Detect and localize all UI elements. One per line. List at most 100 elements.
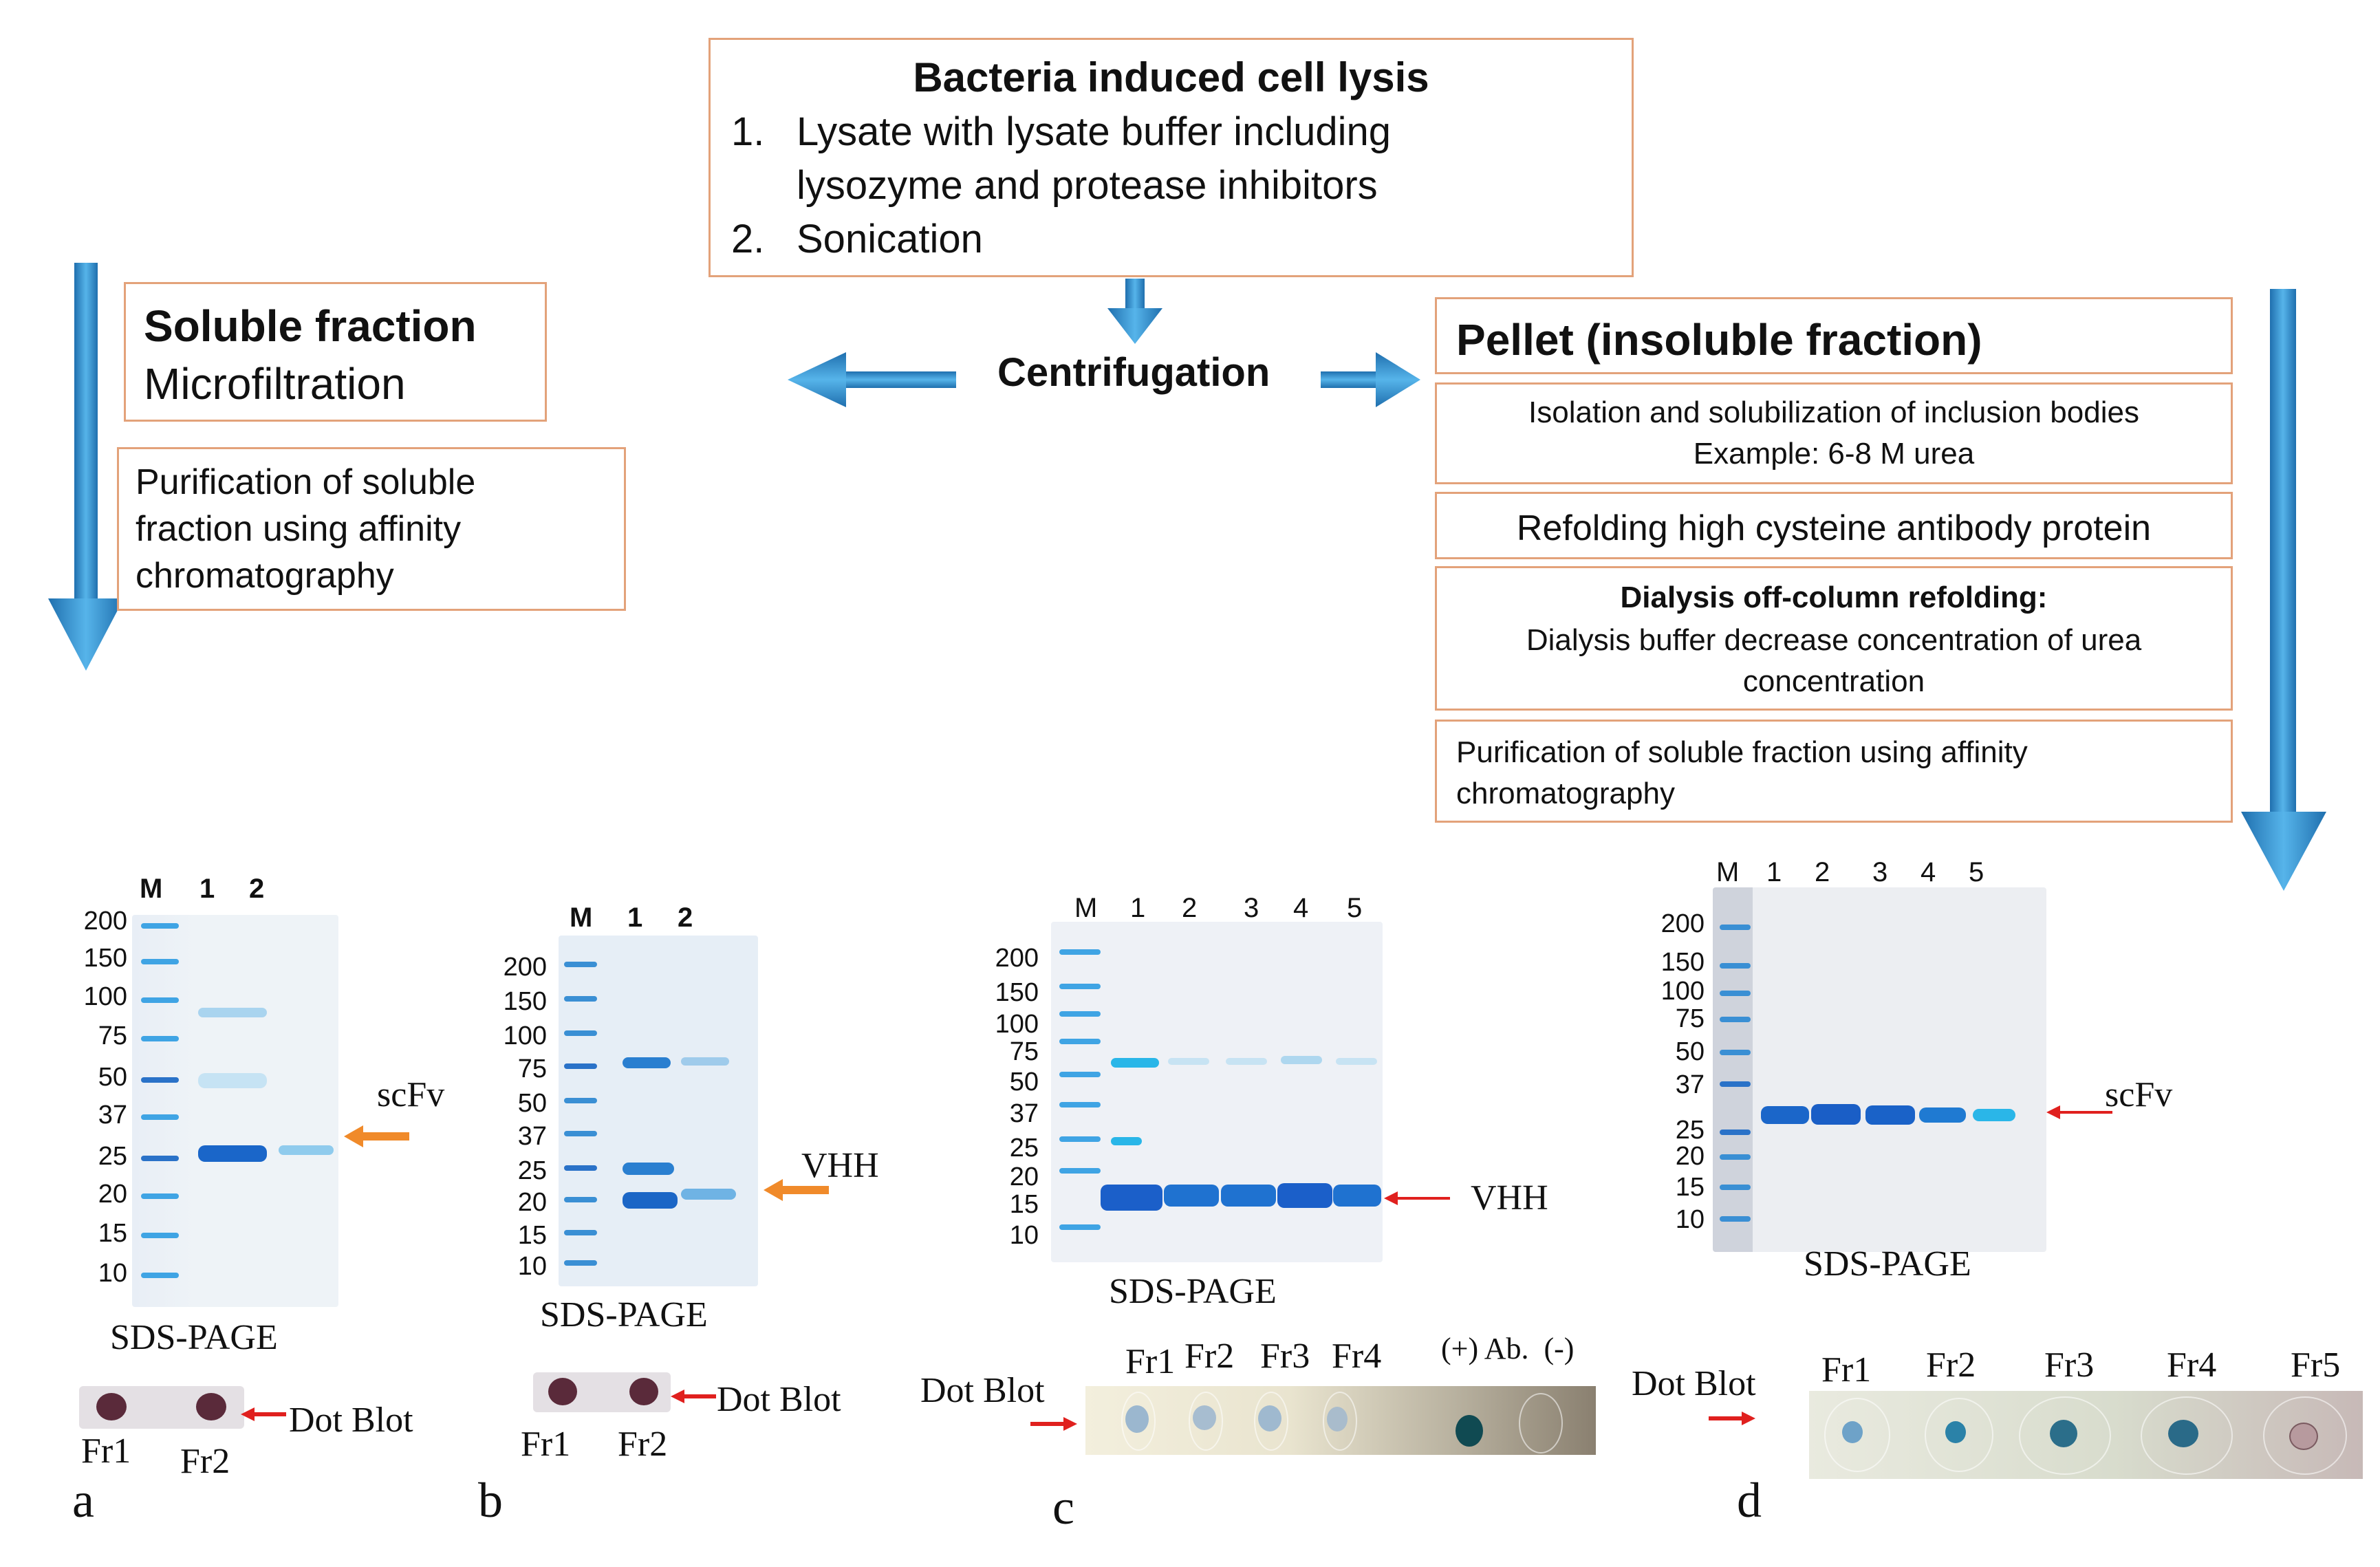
left-horizontal-arrow — [788, 352, 956, 407]
panel-a-lane2-band — [279, 1145, 334, 1155]
panel-b-lane-2: 2 — [678, 903, 693, 933]
panel-b-lane2-band-75 — [681, 1057, 729, 1066]
panel-d-ladder — [1720, 887, 1754, 1252]
panel-d-red-arrow-dot — [1709, 1412, 1755, 1425]
panel-d-fr5: Fr5 — [2291, 1346, 2341, 1385]
right-horizontal-arrow — [1321, 352, 1420, 407]
panel-b-fr1: Fr1 — [521, 1425, 571, 1464]
panel-a-mw-75: 75 — [98, 1022, 127, 1050]
panel-c-lane1-band-75 — [1111, 1058, 1159, 1068]
pellet-refolding: Refolding high cysteine antibody protein — [1516, 508, 2152, 548]
panel-b-mw-37: 37 — [517, 1122, 547, 1151]
panel-d-letter: d — [1737, 1473, 1762, 1528]
panel-b-mw-50: 50 — [517, 1089, 547, 1118]
panel-d-mw-37: 37 — [1675, 1070, 1705, 1099]
panel-a-mw-15: 15 — [98, 1219, 127, 1248]
panel-a-fr2: Fr2 — [180, 1442, 230, 1481]
panel-a-lane1-faint2 — [198, 1073, 267, 1088]
pellet-isolation-line1: Isolation and solubilization of inclusio… — [1528, 396, 2139, 429]
panel-c-lane-3: 3 — [1244, 893, 1259, 923]
panel-d-band-3 — [1865, 1105, 1915, 1125]
panel-c-mw-20: 20 — [1009, 1163, 1039, 1191]
panel-b-mw-15: 15 — [517, 1221, 547, 1250]
panel-d-lane-4: 4 — [1921, 857, 1936, 887]
panel-c-mw-75: 75 — [1009, 1037, 1039, 1066]
panel-b-gel-label: SDS-PAGE — [540, 1295, 708, 1334]
panel-d-dot-blot-label: Dot Blot — [1632, 1364, 1756, 1403]
panel-c-controls: (+) Ab. (-) — [1441, 1332, 1575, 1365]
panel-c-fr2: Fr2 — [1184, 1337, 1235, 1376]
panel-d-lane-5: 5 — [1969, 857, 1984, 887]
panel-d-lane-1: 1 — [1766, 857, 1782, 887]
panel-c-dot-blot-label: Dot Blot — [920, 1371, 1045, 1410]
panel-c-lane-5: 5 — [1347, 893, 1363, 923]
panel-a-dot-blot-label: Dot Blot — [289, 1401, 413, 1440]
panel-b-dot-blot — [533, 1372, 671, 1412]
pellet-dialysis-line1: Dialysis buffer decrease concentration o… — [1526, 623, 2142, 657]
panel-c-mw-25: 25 — [1009, 1134, 1039, 1163]
pellet-isolation-line2: Example: 6-8 M urea — [1693, 437, 1975, 471]
panel-d-band-4 — [1919, 1107, 1966, 1123]
panel-d-fr1: Fr1 — [1821, 1350, 1872, 1390]
soluble-purification-line2: fraction using affinity — [136, 509, 462, 549]
panel-d-red-arrow-scfv — [2046, 1105, 2112, 1119]
panel-d-band-5 — [1973, 1109, 2015, 1121]
pellet-dialysis-line2: concentration — [1742, 664, 1925, 698]
panel-b-lane-m: M — [570, 903, 593, 933]
panel-a-letter: a — [72, 1473, 94, 1528]
lysis-down-arrow — [1107, 279, 1162, 344]
panel-a-mw-100: 100 — [83, 982, 127, 1011]
panel-c-band-4 — [1277, 1183, 1332, 1208]
panel-b-gel — [559, 936, 758, 1286]
panel-b-lane1-band-75 — [623, 1057, 671, 1068]
lysis-step2: Sonication — [797, 217, 983, 261]
panel-d-mw-150: 150 — [1660, 948, 1705, 977]
panel-d-band-1 — [1761, 1106, 1809, 1124]
panel-c-red-arrow-vhh — [1384, 1191, 1450, 1205]
panel-d-mw-15: 15 — [1675, 1173, 1705, 1202]
panel-c-lane-4: 4 — [1293, 893, 1309, 923]
panel-c-fr1: Fr1 — [1125, 1342, 1176, 1381]
lysis-step1-line2: lysozyme and protease inhibitors — [797, 163, 1378, 208]
panel-d-mw-200: 200 — [1660, 909, 1705, 938]
soluble-title: Soluble fraction — [144, 301, 477, 351]
panel-d-mw-25: 25 — [1675, 1116, 1705, 1145]
panel-c-mw-200: 200 — [995, 944, 1039, 973]
panel-d-fr2: Fr2 — [1926, 1346, 1976, 1385]
panel-b-lane2-band-20 — [681, 1189, 736, 1200]
lysis-step2-num: 2. — [731, 217, 765, 261]
panel-d-mw-10: 10 — [1675, 1205, 1705, 1234]
panel-c-faint-2 — [1168, 1058, 1209, 1065]
panel-d-lane-m: M — [1716, 857, 1740, 887]
panel-b-letter: b — [478, 1473, 503, 1528]
panel-c-lane-m: M — [1074, 893, 1098, 923]
panel-d-mw-100: 100 — [1660, 977, 1705, 1006]
panel-c-mw-100: 100 — [995, 1010, 1039, 1039]
panel-c-faint-5 — [1336, 1058, 1377, 1065]
panel-a-gel — [132, 915, 338, 1307]
panel-c-mw-150: 150 — [995, 978, 1039, 1007]
panel-a-lane-2: 2 — [249, 874, 265, 904]
panel-c-fr3: Fr3 — [1260, 1337, 1310, 1376]
panel-a-mw-200: 200 — [83, 907, 127, 936]
panel-c-ladder — [1059, 922, 1107, 1262]
left-down-arrow — [48, 263, 124, 671]
lysis-box: Bacteria induced cell lysis 1. Lysate wi… — [708, 38, 1634, 277]
panel-b-lane1-band-25 — [623, 1163, 674, 1175]
panel-b-mw-25: 25 — [517, 1156, 547, 1185]
panel-d-lane-2: 2 — [1815, 857, 1830, 887]
panel-d-mw-75: 75 — [1675, 1004, 1705, 1033]
panel-d-fr3: Fr3 — [2044, 1346, 2095, 1385]
panel-c-lane-2: 2 — [1182, 893, 1198, 923]
panel-a-mw-10: 10 — [98, 1259, 127, 1288]
panel-a-lane-1: 1 — [199, 874, 215, 904]
panel-b-fr2: Fr2 — [618, 1425, 668, 1464]
soluble-fraction-box: Soluble fraction Microfiltration — [124, 282, 547, 422]
panel-b-red-arrow — [671, 1390, 716, 1403]
soluble-purification-line3: chromatography — [136, 556, 394, 596]
lysis-step1-num: 1. — [731, 109, 765, 154]
centrifugation-label: Centrifugation — [997, 350, 1270, 395]
pellet-dialysis-box: Dialysis off-column refolding: Dialysis … — [1435, 566, 2233, 711]
panel-d-mw-20: 20 — [1675, 1142, 1705, 1171]
panel-d-dot-blot — [1809, 1391, 2363, 1479]
